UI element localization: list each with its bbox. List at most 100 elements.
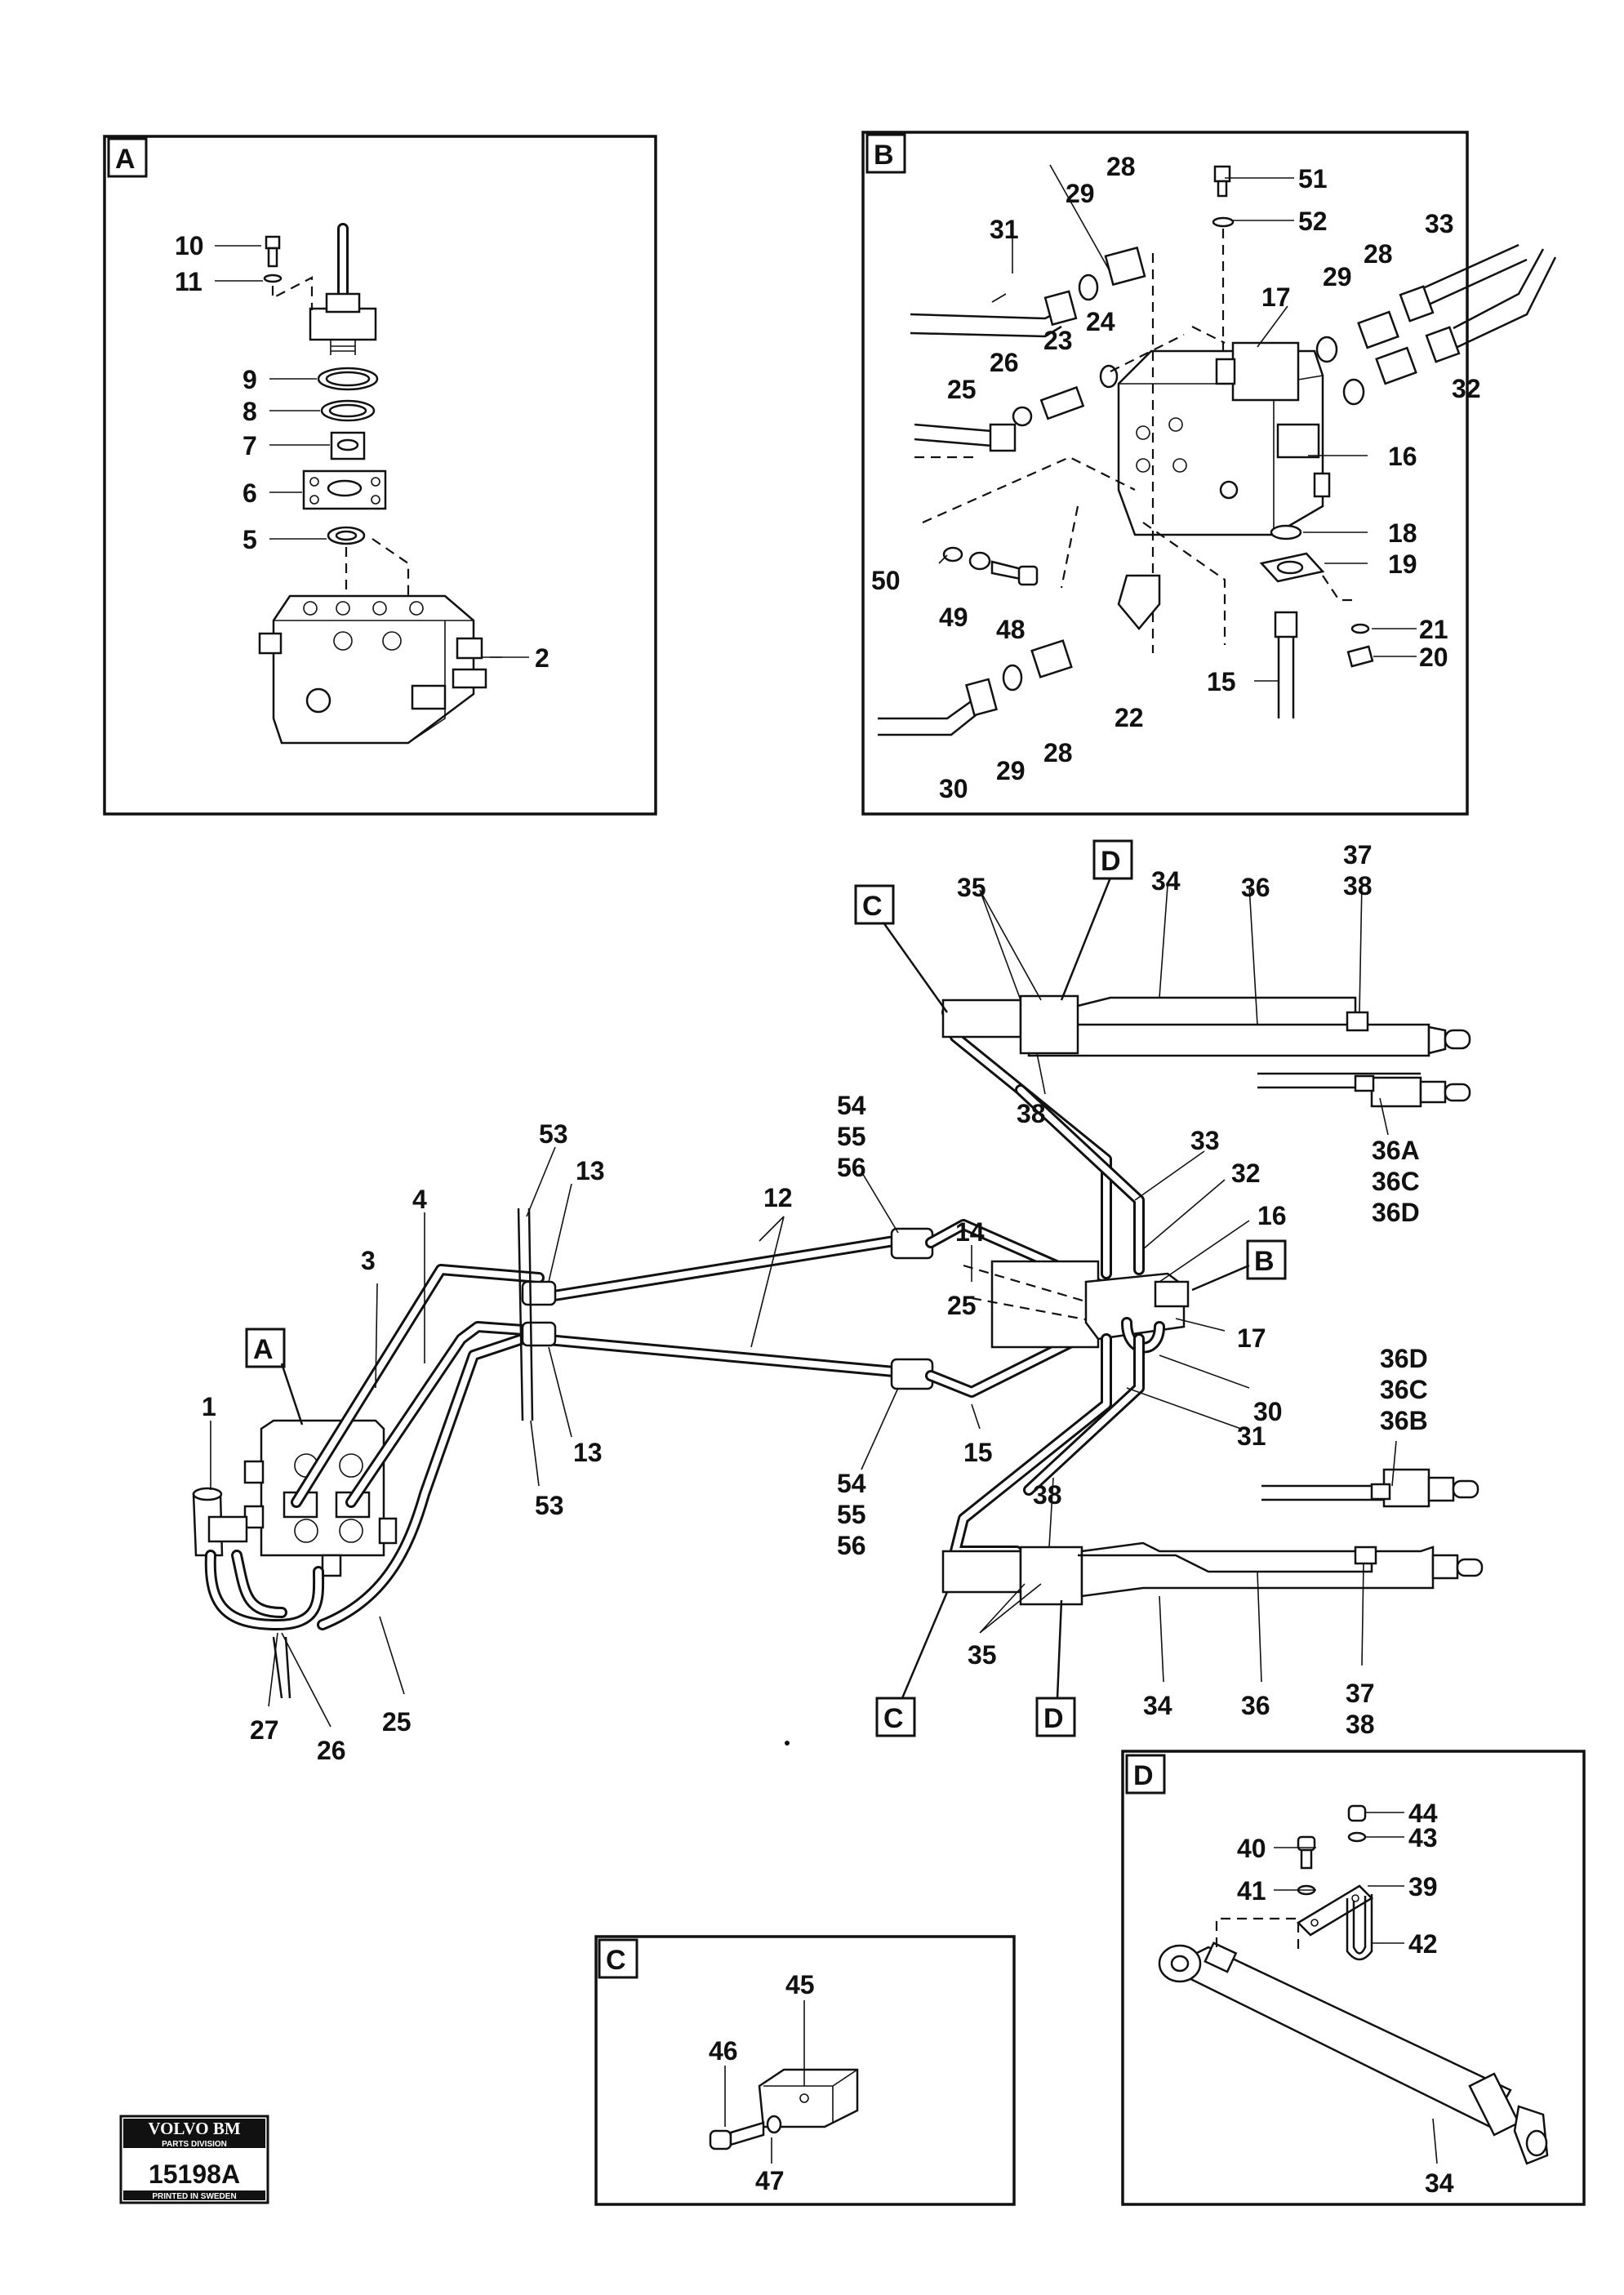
tag-c-lower-label: C (883, 1703, 904, 1734)
cylinder-34-detail (1165, 1946, 1512, 2128)
tag-d-lower-label: D (1043, 1703, 1064, 1734)
panel-d-frame (1121, 1750, 1586, 2206)
callout-a-11: 11 (175, 267, 202, 296)
callout-1: 1 (202, 1392, 216, 1421)
tag-c-lower (875, 1697, 916, 1737)
callout-b-31: 31 (990, 215, 1019, 244)
callout-d-41: 41 (1237, 1876, 1266, 1906)
callout-d-34: 34 (1425, 2168, 1454, 2198)
callout-b-51: 51 (1298, 164, 1328, 193)
callout-55-top: 55 (837, 1122, 866, 1151)
callout-30: 30 (1253, 1397, 1283, 1426)
callout-a-2: 2 (535, 643, 549, 673)
callout-c-46: 46 (709, 2036, 738, 2066)
callout-c-45: 45 (785, 1970, 815, 1999)
cylinder-upper (1027, 1023, 1430, 1057)
logo-printed: PRINTED IN SWEDEN (152, 2192, 236, 2201)
callout-b-30: 30 (939, 774, 968, 803)
panel-c: C 45 46 47 (594, 1935, 1016, 2206)
callout-25-bottom: 25 (382, 1707, 412, 1737)
callout-35-bottom: 35 (968, 1640, 997, 1670)
callout-b-17: 17 (1261, 282, 1291, 312)
callout-a-9: 9 (242, 365, 257, 394)
callout-b-25: 25 (947, 375, 977, 404)
callout-36-top: 36 (1241, 873, 1270, 902)
tag-a-main (245, 1328, 286, 1368)
callout-38-mid: 38 (1017, 1099, 1046, 1128)
hose-end-15 (1274, 611, 1298, 638)
hose-end-33 (1399, 285, 1435, 322)
callout-36D-bottom: 36D (1380, 1344, 1428, 1373)
callout-b-20: 20 (1419, 643, 1448, 672)
callout-56-top: 56 (837, 1153, 866, 1182)
volvo-bm-logo: VOLVO BM PARTS DIVISION 15198A PRINTED I… (119, 2115, 269, 2204)
callout-b-24: 24 (1086, 307, 1115, 336)
callout-53-top: 53 (539, 1119, 568, 1149)
callout-b-28b: 28 (1364, 239, 1393, 269)
callout-37-top: 37 (1343, 840, 1373, 870)
main-assembly: A B C D C D (192, 839, 1484, 1765)
tag-d-upper (1092, 839, 1133, 880)
panel-c-frame (594, 1935, 1016, 2206)
panel-d-label: D (1133, 1760, 1154, 1791)
callout-a-7: 7 (242, 431, 257, 460)
callout-b-32: 32 (1452, 374, 1481, 403)
callout-a-8: 8 (242, 397, 257, 426)
callout-b-49: 49 (939, 603, 968, 632)
tag-c-upper (854, 884, 895, 925)
tag-b-main-label: B (1254, 1246, 1275, 1277)
panel-d-tag (1125, 1754, 1166, 1795)
callout-13-top: 13 (576, 1156, 605, 1185)
logo-number: 15198A (149, 2159, 240, 2189)
washer-47 (766, 2115, 782, 2134)
callout-d-42: 42 (1408, 1929, 1438, 1959)
tag-d-upper-label: D (1101, 846, 1121, 877)
callout-d-43: 43 (1408, 1823, 1438, 1852)
tag-a-main-label: A (253, 1334, 274, 1365)
callout-36C-top: 36C (1372, 1167, 1420, 1196)
callout-d-39: 39 (1408, 1872, 1438, 1901)
bracket-c-upper (941, 999, 1022, 1039)
callout-33: 33 (1190, 1126, 1220, 1155)
panel-c-tag (598, 1938, 638, 1979)
panel-a-tag (107, 137, 148, 178)
panel-a-frame (103, 135, 657, 816)
panel-b: B (861, 131, 1557, 816)
callout-b-26: 26 (990, 348, 1019, 377)
callout-b-15: 15 (1207, 667, 1236, 696)
plug-22 (1117, 574, 1161, 630)
callout-54-bottom: 54 (837, 1469, 866, 1498)
callout-56-bottom: 56 (837, 1531, 866, 1560)
nipple-7 (330, 431, 366, 460)
bolt-46 (709, 2129, 732, 2150)
solenoid-17 (1231, 341, 1300, 402)
clamp-13-bottom (521, 1321, 557, 1347)
callout-36B: 36B (1380, 1406, 1428, 1435)
callout-38-bottom: 38 (1346, 1710, 1375, 1739)
hose-end-32 (1425, 326, 1461, 363)
u-bolt-42 (1346, 1894, 1373, 1961)
callout-53-bottom: 53 (535, 1491, 564, 1520)
callout-14: 14 (955, 1217, 985, 1247)
panel-a-label: A (115, 144, 136, 175)
hose-end-25 (989, 423, 1017, 452)
callout-25-main: 25 (947, 1291, 977, 1320)
callout-36A: 36A (1372, 1136, 1420, 1165)
control-valve-2 (272, 594, 475, 745)
o-ring-18 (1270, 524, 1302, 540)
panel-b-label: B (874, 140, 894, 171)
callout-34-bottom: 34 (1143, 1691, 1172, 1720)
callout-37-bottom: 37 (1346, 1679, 1375, 1708)
callout-31: 31 (1237, 1421, 1266, 1451)
clip-26 (1012, 406, 1033, 427)
callout-17: 17 (1237, 1323, 1266, 1353)
panel-b-frame (861, 131, 1469, 816)
tag-b-main (1246, 1239, 1287, 1280)
callout-15: 15 (963, 1438, 993, 1467)
callout-32: 32 (1231, 1159, 1261, 1188)
bracket-c-lower (941, 1550, 1022, 1594)
logo-brand: VOLVO BM (148, 2119, 240, 2138)
callout-a-6: 6 (242, 478, 257, 508)
callout-16: 16 (1257, 1201, 1287, 1230)
callout-b-29b: 29 (1323, 262, 1352, 291)
